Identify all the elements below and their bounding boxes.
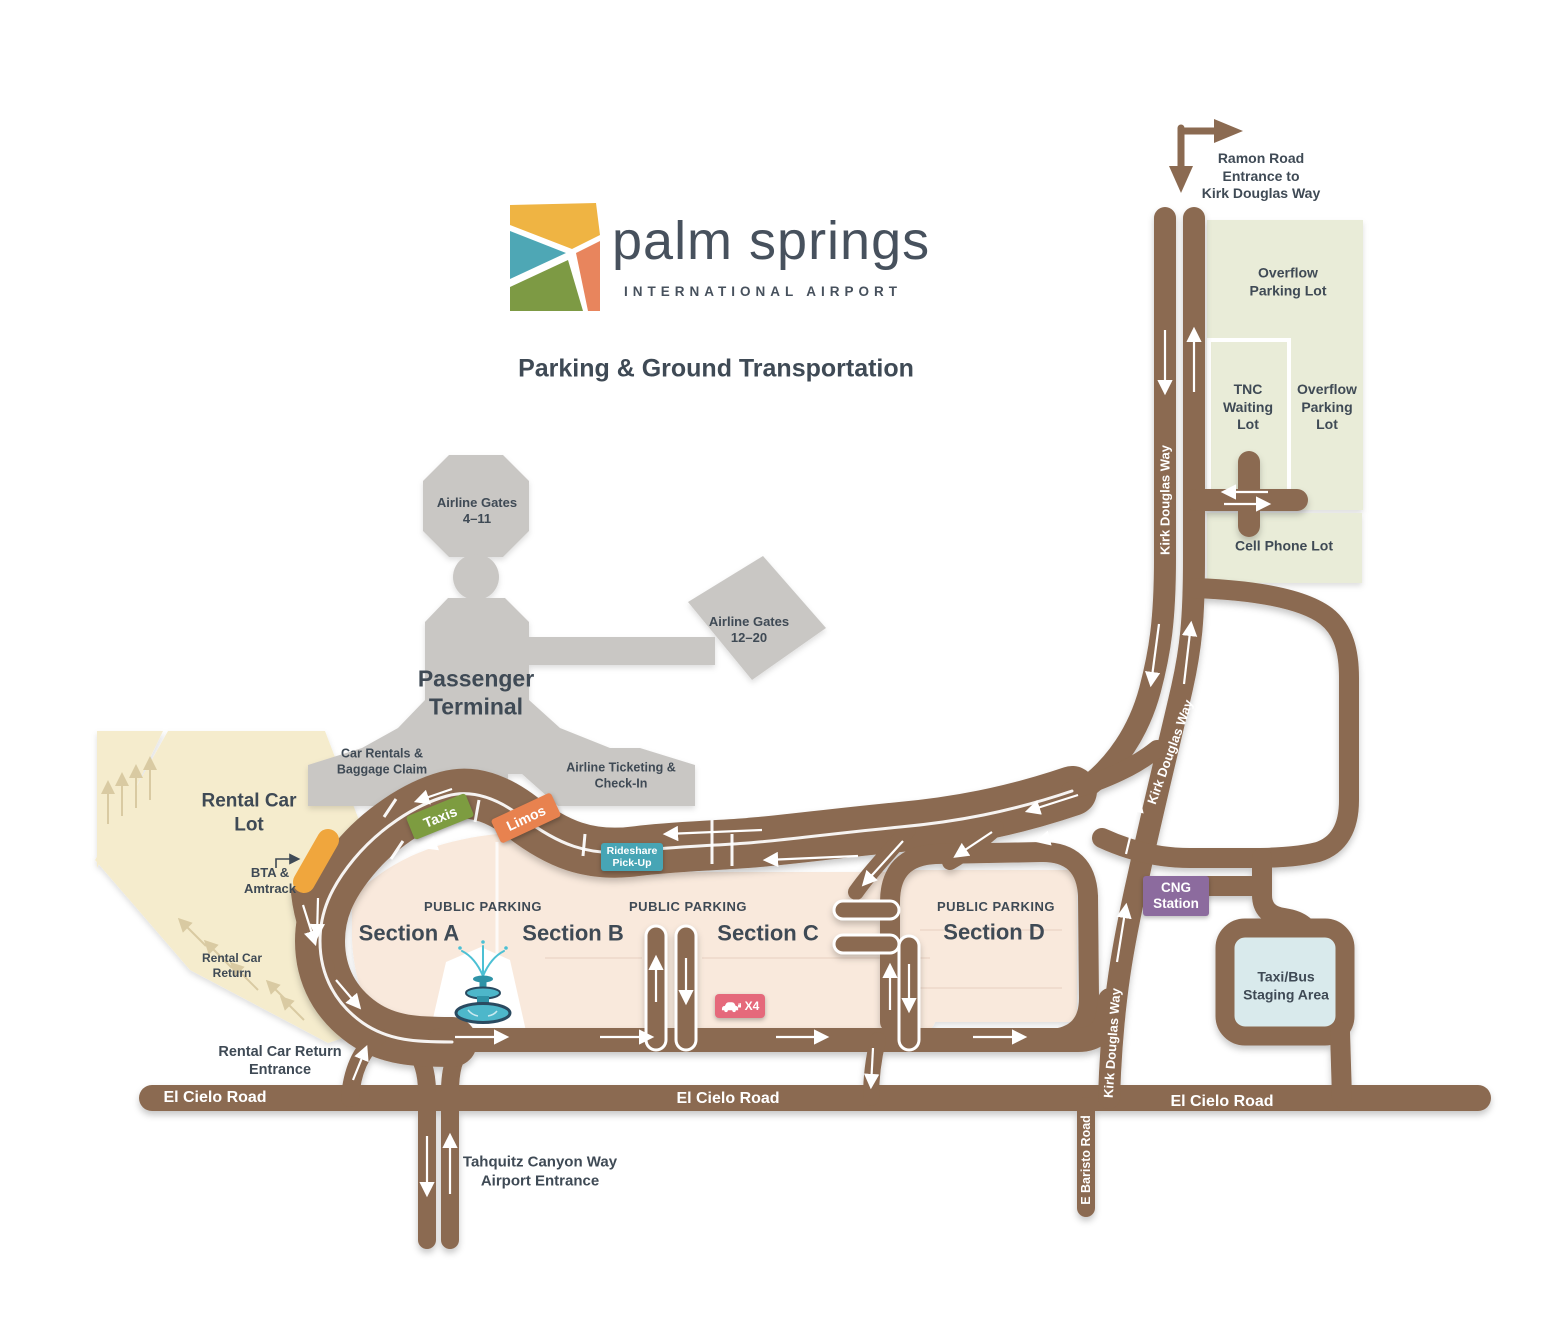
bta-amtrack-label: BTA & Amtrack xyxy=(243,864,297,896)
road-rental-return-entrance xyxy=(341,1027,387,1107)
section-c-label: Section C xyxy=(717,920,819,946)
ticketing-label: Airline Ticketing & Check-In xyxy=(566,760,676,790)
terminal-gates-octagon xyxy=(423,455,529,557)
logo-subtitle-text: INTERNATIONAL AIRPORT xyxy=(624,284,902,299)
terminal-label: Passenger Terminal xyxy=(417,665,535,719)
el-cielo-label-west: El Cielo Road xyxy=(163,1089,267,1106)
ramon-road-arrow-icon xyxy=(1169,119,1243,193)
public-parking-d-area xyxy=(905,870,1077,1022)
overflow-lot-label-top: Overflow Parking Lot xyxy=(1249,264,1327,299)
road-south-frontage xyxy=(428,988,1122,1052)
fountain-icon xyxy=(454,940,512,1024)
section-a-label: Section A xyxy=(358,920,460,946)
section-d-label: Section D xyxy=(943,919,1045,945)
terminal-main-building xyxy=(308,598,695,806)
ev-charging-badge: X4 xyxy=(715,994,765,1018)
taxi-bus-staging-label: Taxi/Bus Staging Area xyxy=(1243,968,1329,1003)
road-ramp-kirk xyxy=(1061,740,1166,800)
public-parking-label-3: PUBLIC PARKING xyxy=(937,898,1055,914)
rental-lane-arrows xyxy=(101,756,305,1021)
cell-phone-lot-area xyxy=(1207,513,1362,583)
baggage-claim-label: Car Rentals & Baggage Claim xyxy=(336,746,428,776)
taxi-bus-staging-area xyxy=(1215,918,1355,1046)
bta-amtrack-curb-icon xyxy=(275,829,339,893)
ramon-road-note: Ramon Road Entrance to Kirk Douglas Way xyxy=(1201,149,1321,201)
section-b-label: Section B xyxy=(522,920,624,946)
road-section-d-ring xyxy=(880,842,1099,1049)
road-ramp-section-d1 xyxy=(848,822,916,900)
gates-4-11-label: Airline Gates 4–11 xyxy=(436,494,518,526)
road-tahquitz-north xyxy=(441,1037,473,1249)
terminal-rotunda xyxy=(453,554,499,600)
road-tahquitz-south xyxy=(403,1037,436,1249)
rental-car-lot-area xyxy=(95,731,362,1043)
e-baristo-label: E Baristo Road xyxy=(1079,1115,1093,1205)
terminal-gates-wing xyxy=(688,556,826,680)
rideshare-pickup-badge: Rideshare Pick-Up xyxy=(601,843,663,871)
kirk-douglas-label-top: Kirk Douglas Way xyxy=(1157,444,1173,556)
el-cielo-label-east: El Cielo Road xyxy=(1170,1093,1274,1110)
terminal-layer xyxy=(308,455,826,806)
page-title: Parking & Ground Transportation xyxy=(518,354,914,383)
road-kirk-douglas-south-bound xyxy=(959,207,1176,836)
cng-station-badge: CNG Station xyxy=(1143,876,1209,916)
public-parking-label-1: PUBLIC PARKING xyxy=(424,898,542,914)
cell-phone-lot-label: Cell Phone Lot xyxy=(1235,537,1333,554)
rental-car-lot-label: Rental Car Lot xyxy=(201,790,297,835)
rental-return-entrance-label: Rental Car Return Entrance xyxy=(218,1043,342,1078)
rental-car-return-label: Rental Car Return xyxy=(201,951,263,980)
logo-brand-text: palm springs xyxy=(612,211,931,271)
traffic-arrows xyxy=(301,326,1272,1198)
tahquitz-entrance-label: Tahquitz Canyon Way Airport Entrance xyxy=(462,1153,618,1189)
terminal-concourse-arm xyxy=(525,637,715,665)
tnc-waiting-lot-label: TNC Waiting Lot xyxy=(1222,380,1274,432)
airport-logo-icon xyxy=(510,203,600,311)
ev-car-icon xyxy=(721,1001,741,1012)
road-staging-exit xyxy=(1330,1022,1352,1108)
overflow-lot-label-side: Overflow Parking Lot xyxy=(1297,380,1357,432)
ev-count-label: X4 xyxy=(744,999,760,1013)
gates-12-20-label: Airline Gates 12–20 xyxy=(708,613,790,645)
el-cielo-label-mid: El Cielo Road xyxy=(676,1090,780,1107)
public-parking-label-2: PUBLIC PARKING xyxy=(629,898,747,914)
road-east-loop xyxy=(1092,578,1359,868)
